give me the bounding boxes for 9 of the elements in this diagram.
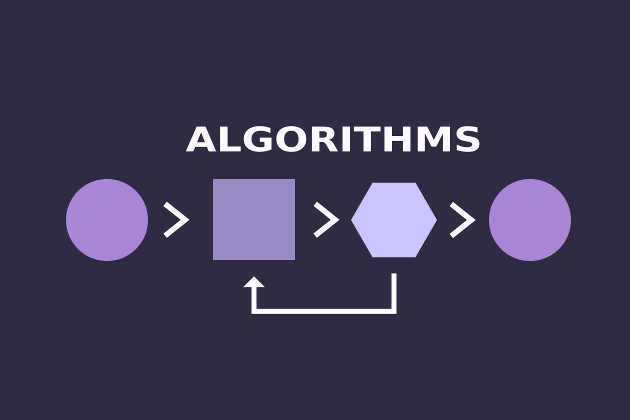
loop-arrow	[243, 273, 396, 314]
circle	[66, 179, 148, 261]
circle	[489, 179, 571, 261]
title: ALGORITHMS	[186, 126, 480, 152]
hexagon	[351, 182, 437, 258]
chevron-arrow	[450, 202, 476, 238]
chevron-arrow	[163, 202, 190, 238]
square	[213, 179, 295, 260]
chevron-arrow	[313, 202, 340, 238]
